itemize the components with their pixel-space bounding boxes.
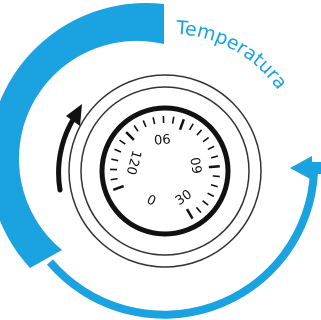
dial-tick-label: 60	[189, 156, 207, 175]
dial-tick	[202, 200, 209, 206]
dial-tick	[207, 192, 215, 198]
dial-tick	[152, 117, 156, 125]
dial-ticks	[110, 116, 220, 220]
curved-arrow-icon	[56, 115, 77, 193]
outer-accent-arc-thick	[0, 3, 164, 268]
dial-tick-label: 120	[123, 149, 144, 177]
arrow-left-stem	[310, 162, 321, 174]
curved-arrow-head	[66, 104, 82, 126]
outer-thin-ring	[68, 74, 262, 268]
dial-tick	[133, 125, 139, 132]
dial-tick	[185, 208, 194, 220]
dial-tick	[196, 129, 203, 136]
dial-tick	[114, 148, 122, 153]
dial-tick	[208, 164, 220, 169]
dial-tick	[207, 145, 215, 151]
dial-face	[99, 105, 231, 237]
dial-tick	[119, 139, 126, 145]
dial-tick	[110, 177, 118, 181]
dial-tick	[178, 118, 185, 131]
middle-thin-ring	[80, 86, 250, 256]
dial-tick	[188, 123, 194, 131]
dial-tick-label: 90	[153, 130, 171, 146]
dial-tick	[202, 136, 210, 143]
dial-tick	[112, 184, 125, 191]
arrow-left-icon	[290, 156, 312, 180]
dial-tick	[195, 206, 202, 214]
dial-tick	[210, 155, 219, 159]
dial-tick	[142, 120, 147, 128]
dial-tick	[210, 184, 218, 188]
dial-tick	[212, 175, 220, 178]
outer-accent-arc-thin	[46, 171, 318, 319]
dial-tick	[171, 116, 175, 124]
dial-tick	[125, 131, 135, 141]
temperature-label: Temperatura	[175, 17, 292, 94]
dial-tick	[111, 158, 119, 162]
